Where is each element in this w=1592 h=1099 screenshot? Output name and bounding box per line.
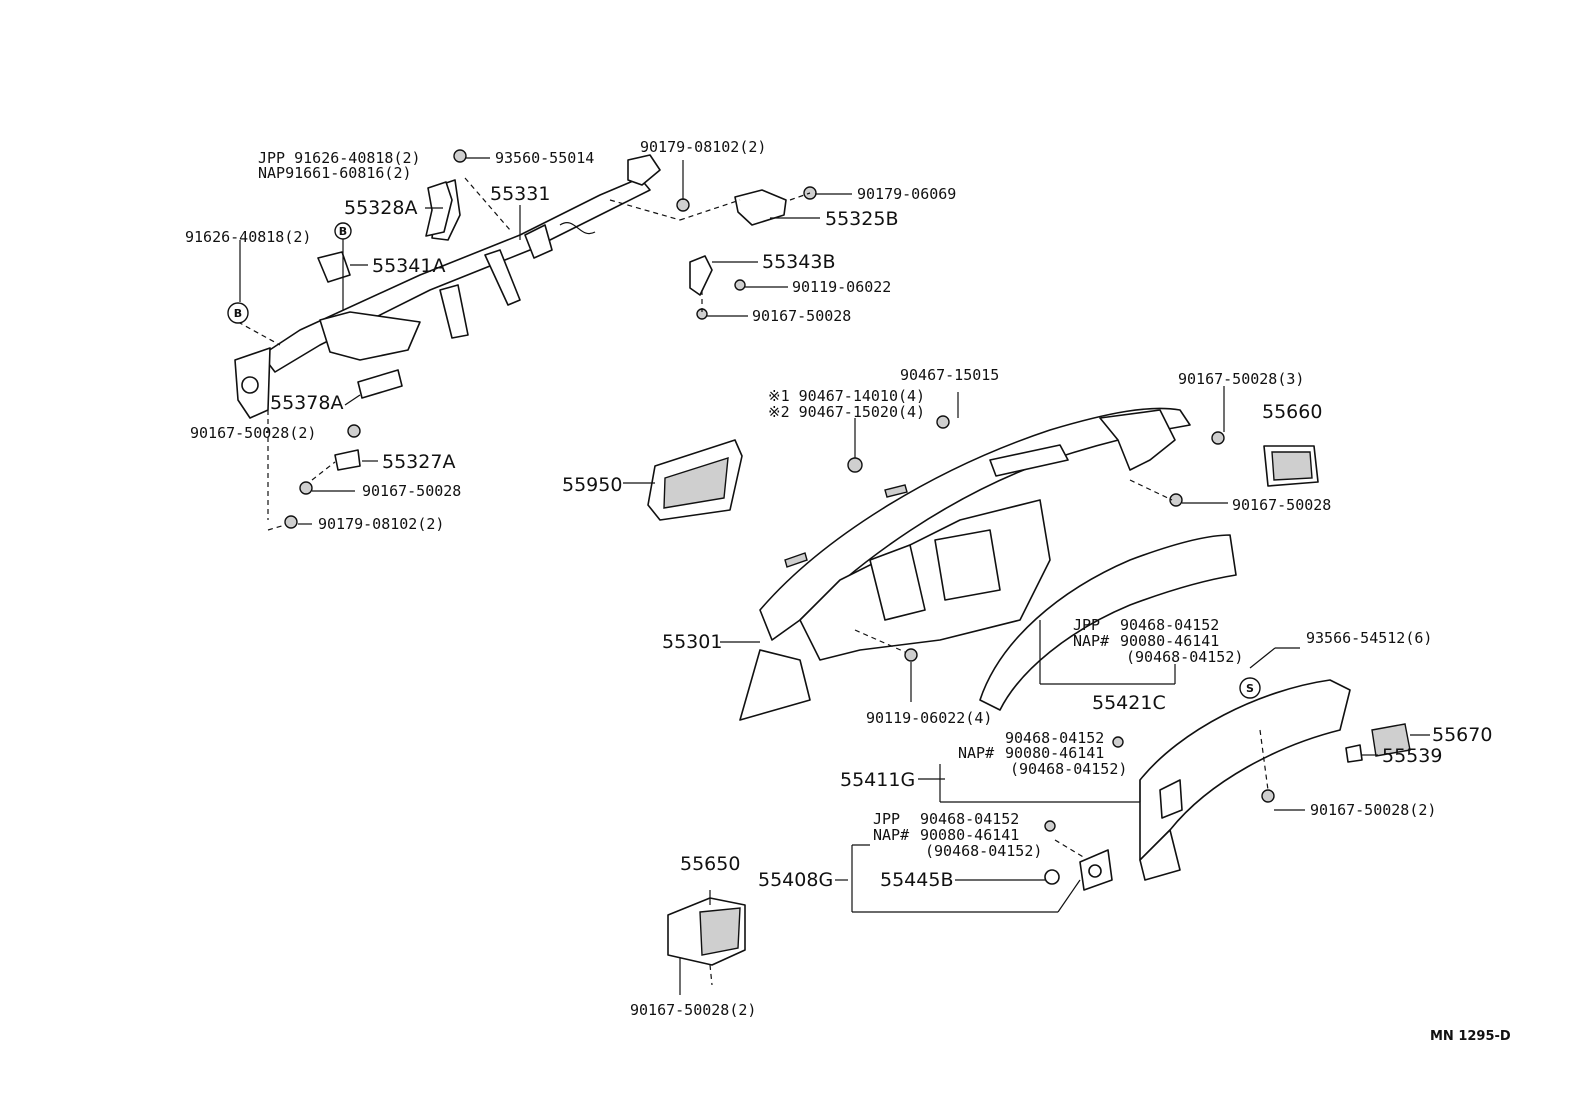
center-vent-55660 — [1263, 445, 1319, 487]
cover-55445b — [1044, 849, 1113, 891]
label-90467-15020: ※2 90467-15020(4) — [768, 403, 925, 421]
diagram-code: MN 1295-D — [1430, 1029, 1511, 1044]
svg-text:B: B — [234, 307, 242, 320]
label-jpp-c: JPP — [873, 810, 900, 828]
label-55411g: 55411G — [840, 769, 915, 791]
label-55421c: 55421C — [1092, 692, 1166, 714]
label-55343b: 55343B — [762, 251, 835, 273]
fasteners — [284, 149, 1275, 957]
label-55341a: 55341A — [372, 255, 445, 277]
label-55327a: 55327A — [382, 451, 455, 473]
side-vent-55950 — [647, 439, 743, 521]
label-nap-a: NAP# — [1073, 632, 1109, 650]
label-90468-04152-c2: (90468-04152) — [925, 842, 1042, 860]
label-90167-50028-3: 90167-50028(3) — [1178, 370, 1304, 388]
switch-55670 — [1371, 723, 1411, 757]
label-93566-54512: 93566-54512(6) — [1306, 629, 1432, 647]
label-55660: 55660 — [1262, 401, 1322, 423]
label-90167-50028-a: 90167-50028 — [752, 307, 851, 325]
label-90468-04152-b: 90468-04152 — [1005, 729, 1104, 747]
svg-text:B: B — [339, 225, 347, 238]
label-55950: 55950 — [562, 474, 622, 496]
upper-trim-55421c — [979, 534, 1237, 711]
label-90468-04152-a: 90468-04152 — [1120, 616, 1219, 634]
svg-text:S: S — [1246, 682, 1254, 695]
label-90467-14010: ※1 90467-14010(4) — [768, 387, 925, 405]
label-55670: 55670 — [1432, 724, 1492, 746]
label-55378a: 55378A — [270, 392, 343, 414]
label-55325b: 55325B — [825, 208, 898, 230]
label-55650: 55650 — [680, 853, 740, 875]
label-90119-06022-4: 90119-06022(4) — [866, 709, 992, 727]
label-90167-50028-b: 90167-50028 — [362, 482, 461, 500]
label-93560-55014: 93560-55014 — [495, 149, 594, 167]
label-nap-c: NAP# — [873, 826, 909, 844]
label-55539: 55539 — [1382, 745, 1442, 767]
label-55331: 55331 — [490, 183, 550, 205]
label-90167-50028-2b: 90167-50028(2) — [1310, 801, 1436, 819]
label-90167-50028-c: 90167-50028 — [1232, 496, 1331, 514]
label-jpp-a: JPP — [1073, 616, 1100, 634]
bracket-55343b — [689, 255, 713, 296]
label-nap-91661-60816: NAP91661-60816(2) — [258, 164, 412, 182]
bracket-55327a — [334, 449, 361, 471]
label-jpp-91626-40818: JPP 91626-40818(2) — [258, 149, 421, 167]
label-90179-06069: 90179-06069 — [857, 185, 956, 203]
bracket-55378a — [357, 369, 403, 399]
instrument-panel-55301 — [739, 407, 1191, 721]
leader-lines — [237, 157, 1430, 995]
label-90080-46141-a: 90080-46141 — [1120, 632, 1219, 650]
label-90179-08102-top: 90179-08102(2) — [640, 138, 766, 156]
label-55301: 55301 — [662, 631, 722, 653]
label-90467-15015: 90467-15015 — [900, 366, 999, 384]
cluster-panel-55411g — [1139, 679, 1351, 881]
lower-vent-55650 — [667, 897, 746, 966]
label-90167-50028-2c: 90167-50028(2) — [630, 1001, 756, 1019]
label-55445b: 55445B — [880, 869, 953, 891]
label-90468-04152-a2: (90468-04152) — [1126, 648, 1243, 666]
label-90468-04152-c: 90468-04152 — [920, 810, 1019, 828]
label-90167-50028-2a: 90167-50028(2) — [190, 424, 316, 442]
circled-marker-b-2: B — [227, 302, 249, 324]
label-90468-04152-b2: (90468-04152) — [1010, 760, 1127, 778]
bracket-55341a — [317, 251, 351, 283]
label-55328a: 55328A — [344, 197, 417, 219]
cover-55539 — [1345, 744, 1363, 763]
label-55408g: 55408G — [758, 869, 833, 891]
label-90080-46141-b: 90080-46141 — [1005, 744, 1104, 762]
label-90119-06022: 90119-06022 — [792, 278, 891, 296]
bracket-55325b — [734, 189, 787, 226]
label-90080-46141-c: 90080-46141 — [920, 826, 1019, 844]
label-91626-40818: 91626-40818(2) — [185, 228, 311, 246]
label-90179-08102-bot: 90179-08102(2) — [318, 515, 444, 533]
label-nap-b: NAP# — [958, 744, 994, 762]
circled-marker-b-1: B — [334, 222, 352, 240]
circled-marker-s: S — [1239, 677, 1261, 699]
bracket-55328a — [425, 181, 453, 237]
